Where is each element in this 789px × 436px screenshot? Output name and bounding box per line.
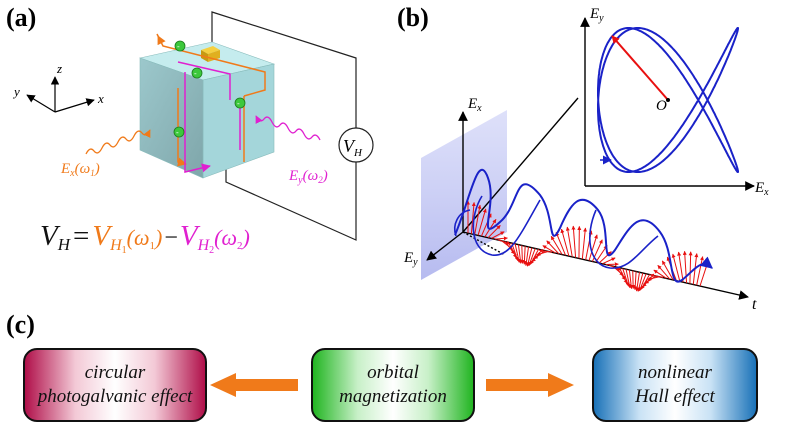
field-vector: [625, 268, 632, 289]
field-vector: [477, 208, 487, 236]
light-beam-omega2: [255, 115, 321, 141]
helix-loop-front: [472, 195, 541, 256]
field-vector: [653, 269, 667, 279]
field-vector: [671, 253, 681, 282]
electron: [234, 97, 246, 109]
panel-label-b: (b): [397, 3, 429, 32]
light-beam-omega1: [85, 129, 151, 155]
ey-axis-label: Ey: [403, 250, 418, 268]
inset-red-vector: [611, 35, 669, 101]
field-vector: [560, 228, 570, 257]
polarization-helix: [454, 168, 713, 283]
box-line: magnetization: [339, 386, 447, 407]
field-vector: [598, 251, 612, 264]
box-line: photogalvanic effect: [37, 386, 193, 407]
helix-start: [454, 209, 471, 237]
box-line: nonlinear: [638, 362, 712, 383]
field-vector: [661, 260, 674, 281]
lissajous-curve: [597, 27, 739, 173]
field-vector: [474, 204, 482, 235]
field-vector: [514, 243, 521, 263]
field-vector: [637, 272, 644, 292]
field-vector: [555, 231, 566, 256]
electron: [173, 126, 185, 138]
field-vector: [602, 257, 616, 265]
field-vector: [528, 248, 536, 267]
axis-y-label: y: [12, 84, 20, 99]
box-line: orbital: [367, 362, 419, 383]
field-vector: [639, 273, 647, 292]
t-axis-label: t: [752, 296, 757, 313]
inset-ex-label: Ex: [754, 180, 769, 198]
field-vector: [565, 226, 573, 257]
field-vector: [649, 273, 664, 279]
field-vector: [581, 227, 588, 260]
field-vector: [470, 202, 476, 234]
field-vector: [550, 235, 563, 255]
field-vector: [522, 246, 527, 265]
field-vector: [588, 234, 598, 261]
field-vector: [491, 231, 505, 239]
electron: [191, 67, 203, 79]
arrow-to-cpge: [210, 373, 298, 397]
voltmeter: [338, 127, 374, 163]
field-vector: [498, 239, 511, 245]
electron-sign: -: [237, 99, 240, 108]
panel-label-a: (a): [6, 3, 36, 32]
field-vector: [618, 267, 628, 284]
electron-group: - - - -: [173, 40, 246, 138]
electron-sign: -: [176, 128, 179, 137]
voltmeter-label: VH: [343, 136, 363, 159]
field-vector: [657, 265, 671, 280]
box-line: Hall effect: [635, 386, 715, 407]
field-vector: [633, 271, 638, 291]
field-vector: [542, 245, 556, 254]
axis-x-label: x: [97, 91, 104, 106]
circular-photogalvanic-box: circular photogalvanic effect: [23, 348, 207, 422]
field-vector: [526, 247, 533, 267]
sample-cube: [138, 41, 276, 179]
field-vector: [571, 225, 577, 258]
orbital-magnetization-box: orbital magnetization: [311, 348, 475, 422]
hall-voltage-equation: VH=VH1(ω1)−VH2(ω2): [40, 220, 250, 256]
field-vector: [546, 240, 560, 255]
field-vector: [677, 251, 684, 283]
field-vector: [595, 245, 608, 263]
field-vector: [622, 268, 630, 287]
ey-omega2-label: Ey(ω2): [288, 168, 328, 186]
electron-sign: -: [194, 69, 197, 78]
coordinate-axes: [26, 76, 95, 113]
arrow-to-nhe: [486, 373, 574, 397]
polarization-inset: Ey Ex O: [580, 6, 769, 198]
field-vector: [688, 251, 693, 284]
panel-b: Ex Ey t Ey Ex O: [403, 6, 769, 313]
box-line: circular: [84, 362, 146, 383]
electron-sign: -: [177, 42, 180, 51]
inset-ey-label: Ey: [589, 6, 604, 24]
circuit-wire: [211, 11, 357, 241]
field-vector: [494, 236, 508, 241]
field-vector: [647, 276, 660, 281]
panel-label-c: (c): [6, 310, 35, 339]
panel-c-arrows: [210, 373, 574, 397]
ex-axis-label: Ex: [467, 96, 482, 114]
origin-label: O: [656, 98, 667, 114]
ex-omega1-label: Ex(ω1): [60, 161, 100, 179]
helix-loop-front: [589, 209, 659, 269]
axis-z-label: z: [56, 61, 62, 76]
field-vector: [520, 245, 525, 264]
orange-current-loop: [156, 33, 266, 167]
field-vector: [539, 248, 553, 253]
electron: [174, 40, 186, 52]
panel-a: z x y VH: [12, 11, 374, 256]
field-vector: [536, 250, 549, 256]
field-vector: [487, 225, 501, 238]
field-vector: [507, 241, 517, 259]
origin-point: [666, 98, 670, 102]
